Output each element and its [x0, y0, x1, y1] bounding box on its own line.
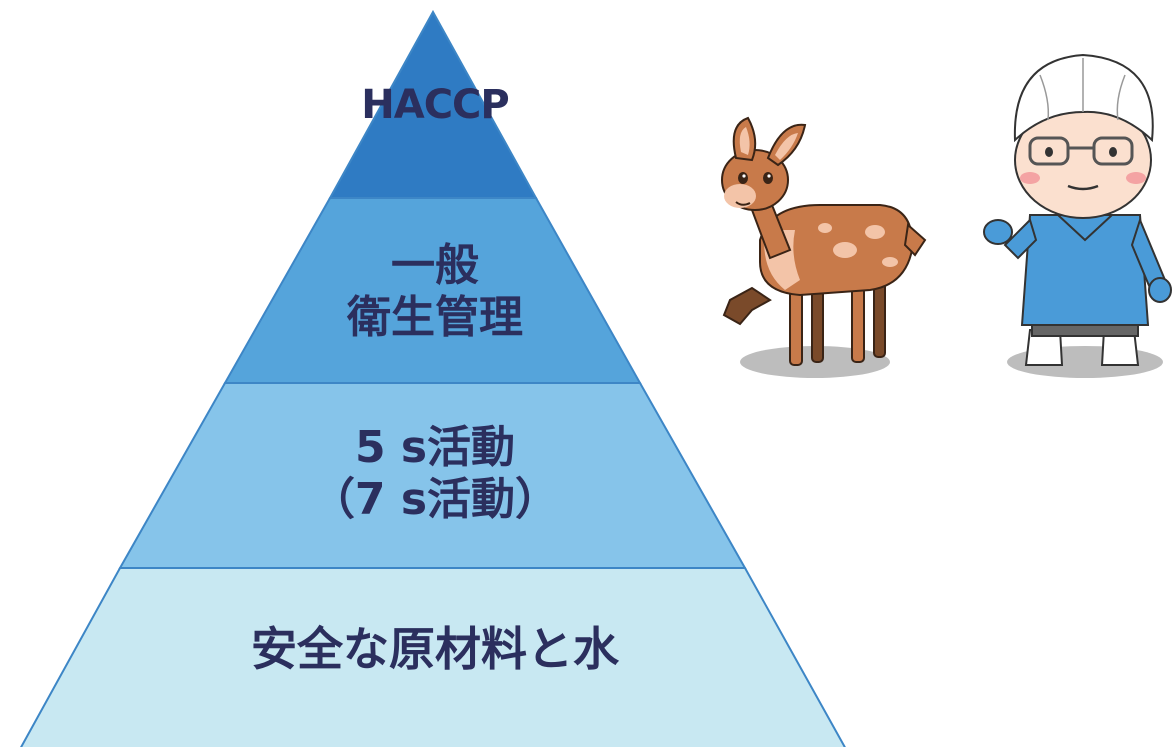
- tier-label-line: （7 s活動）: [310, 473, 560, 525]
- tier-label-line: 衛生管理: [347, 291, 523, 343]
- pyramid-tier-raw-materials: [17, 567, 849, 751]
- deer-mascot-icon: [721, 116, 927, 378]
- tier-label-line: 5 s活動: [354, 422, 516, 473]
- tier-label-5s: 5 s活動 （7 s活動）: [200, 422, 670, 526]
- tier-label-raw-materials: 安全な原材料と水: [120, 622, 750, 676]
- tier-label-line: 一般: [391, 240, 479, 291]
- food-worker-icon: [983, 53, 1172, 378]
- tier-label-line: HACCP: [361, 82, 509, 128]
- tier-label-line: 安全な原材料と水: [251, 622, 619, 676]
- tier-label-general-hygiene: 一般 衛生管理: [250, 240, 620, 344]
- tier-label-haccp: HACCP: [330, 82, 540, 129]
